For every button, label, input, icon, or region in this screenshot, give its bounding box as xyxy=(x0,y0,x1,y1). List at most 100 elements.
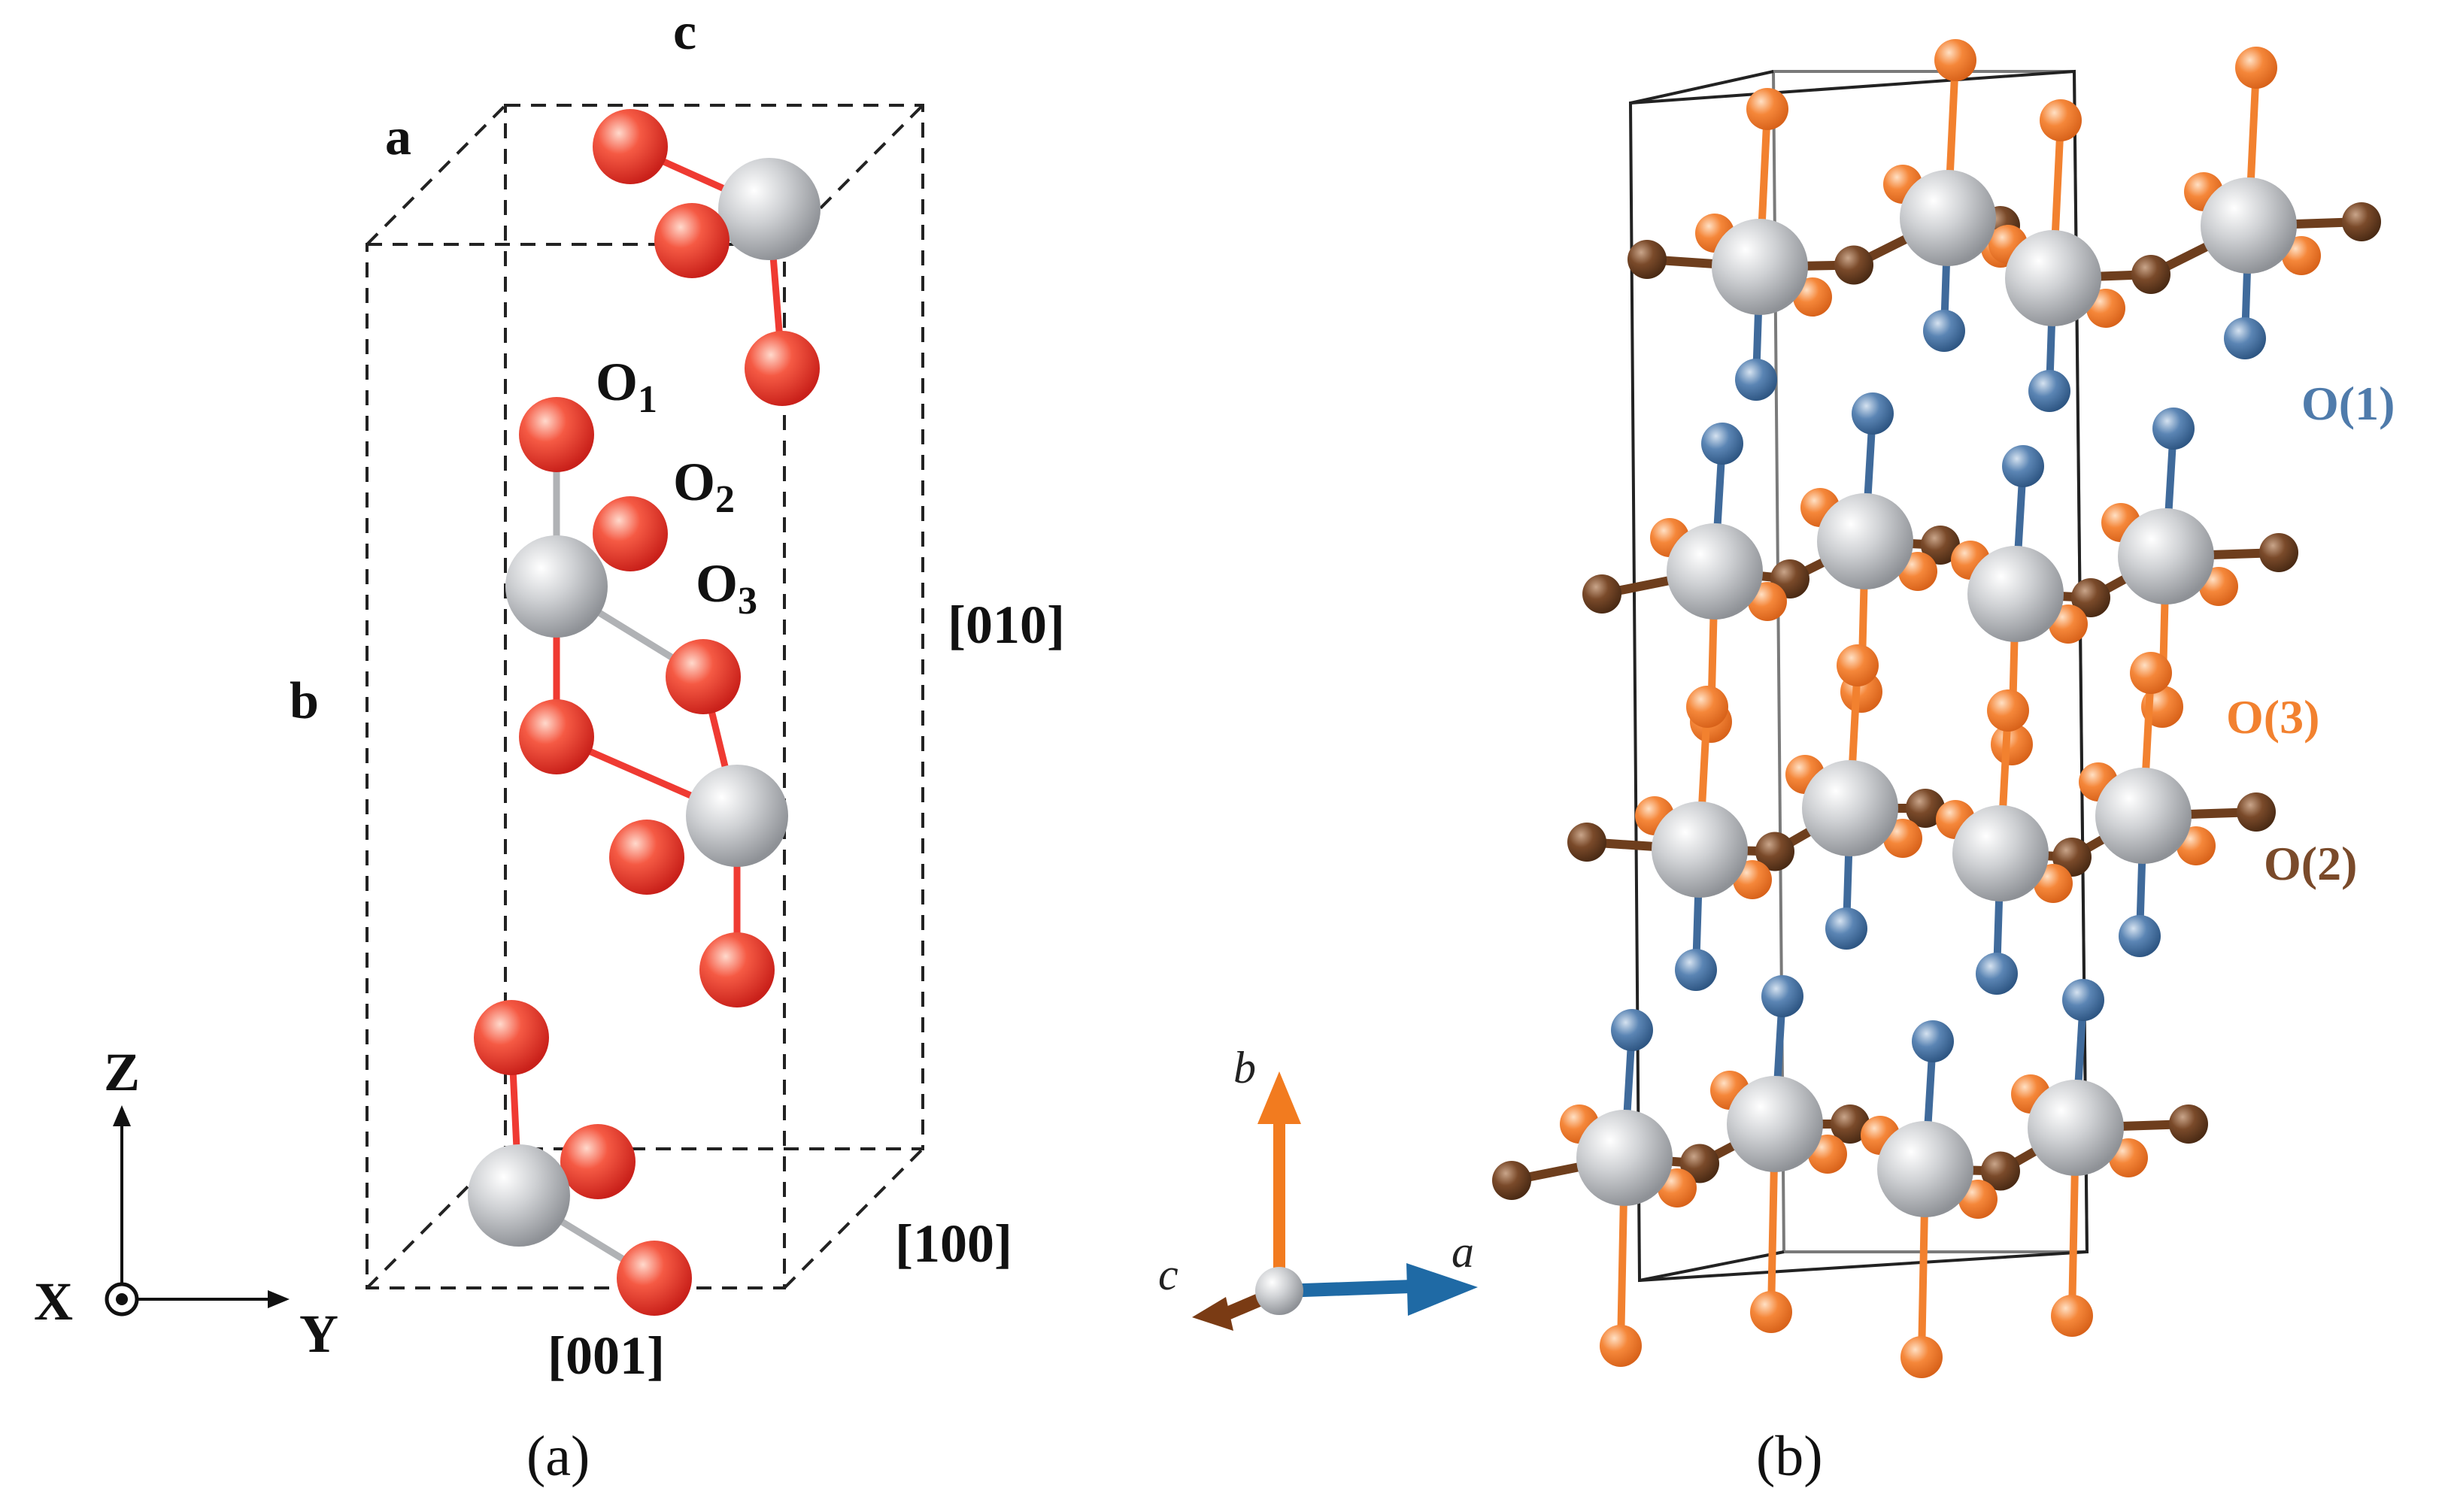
direction-label-100: [100] xyxy=(895,1214,1012,1274)
oxygen-atom-o2 xyxy=(1831,1104,1870,1144)
unit-cell-a xyxy=(366,104,924,1289)
oxygen-atom-o3 xyxy=(666,639,741,714)
oxygen-atom-o3 xyxy=(1934,39,1976,81)
oxygen-atom-o2 xyxy=(1906,789,1945,828)
axis-label-c: c xyxy=(1158,1250,1178,1299)
atoms-a xyxy=(468,109,821,1316)
oxygen-atom-o3 xyxy=(1837,644,1879,686)
oxygen-atom-o2 xyxy=(1582,574,1621,614)
oxygen-atom-o2 xyxy=(1981,1151,2020,1191)
oxygen-atom-o3 xyxy=(2130,652,2172,694)
oxygen-atom-o1 xyxy=(1976,953,2018,995)
oxygen-atom-o2 xyxy=(1492,1161,1531,1200)
titanium-atom xyxy=(1900,170,1996,266)
oxygen-atom-o1 xyxy=(1735,359,1777,401)
oxygen-atom xyxy=(474,1000,549,1075)
oxygen-atom xyxy=(745,331,820,406)
axis-label-x: X xyxy=(34,1271,73,1332)
oxygen-atom-o3 xyxy=(1900,1336,1943,1378)
oxygen-atom xyxy=(699,932,775,1007)
oxygen-atom-o1 xyxy=(2224,317,2266,359)
oxygen-atom-o2 xyxy=(2342,202,2381,241)
axis-label-b: b xyxy=(290,672,319,730)
oxygen-atom-o3 xyxy=(1991,723,2033,765)
oxygen-atom-o2 xyxy=(2259,533,2298,572)
oxygen-atom-o1 xyxy=(1912,1020,1954,1062)
titanium-atom xyxy=(2028,1080,2124,1176)
titanium-atom xyxy=(1967,546,2064,642)
panel-a: c a b [010] [100] [001] O1 O2 O3 Z X Y (… xyxy=(34,3,1065,1488)
axis-label-z: Z xyxy=(104,1042,140,1102)
titanium-atom xyxy=(1667,523,1763,620)
titanium-atom xyxy=(1727,1076,1823,1172)
oxygen-atom-o1 xyxy=(1701,423,1743,465)
oxygen-atom xyxy=(654,203,730,278)
site-label-o2: O(2) xyxy=(2264,837,2357,890)
site-label-o1: O1 xyxy=(596,352,657,421)
titanium-atom xyxy=(1952,805,2049,901)
oxygen-atom xyxy=(593,109,668,184)
oxygen-atom-o2 xyxy=(593,496,668,571)
oxygen-atom-o1 xyxy=(1611,1009,1653,1051)
titanium-atom xyxy=(2201,177,2297,274)
titanium-atom xyxy=(468,1144,570,1247)
atoms-b xyxy=(1492,39,2381,1378)
oxygen-atom-o2 xyxy=(2169,1104,2208,1144)
oxygen-atom-o3 xyxy=(2051,1295,2093,1337)
oxygen-atom-o1 xyxy=(1825,908,1867,950)
caption-a: (a) xyxy=(526,1425,590,1488)
titanium-atom xyxy=(1802,760,1898,856)
oxygen-atom-o3 xyxy=(1987,689,2029,732)
oxygen-atom-o2 xyxy=(1755,832,1794,871)
direction-label-001: [001] xyxy=(548,1326,665,1386)
oxygen-atom-o3 xyxy=(1686,686,1728,728)
oxygen-atom-o1 xyxy=(2002,445,2044,487)
panel-b: O(1) O(3) O(2) b a c (b) xyxy=(1158,39,2395,1488)
oxygen-atom xyxy=(519,699,594,774)
oxygen-atom-o1 xyxy=(519,397,594,472)
oxygen-atom-o1 xyxy=(1761,975,1803,1017)
axis-label-a: a xyxy=(385,108,411,166)
titanium-atom xyxy=(718,158,821,260)
site-label-o2: O2 xyxy=(673,452,735,521)
site-label-o3: O(3) xyxy=(2226,690,2319,744)
titanium-atom xyxy=(1576,1110,1673,1206)
axis-label-c: c xyxy=(673,3,696,61)
oxygen-atom-o3 xyxy=(2040,99,2082,141)
coordinate-triad: Z X Y xyxy=(34,1042,338,1364)
oxygen-atom-o2 xyxy=(1567,823,1606,862)
oxygen-atom xyxy=(617,1241,692,1316)
titanium-atom xyxy=(1817,493,1913,589)
oxygen-atom-o3 xyxy=(2235,47,2277,89)
oxygen-atom xyxy=(609,820,684,895)
titanium-atom xyxy=(2118,508,2214,604)
oxygen-atom-o1 xyxy=(2119,915,2161,957)
direction-label-010: [010] xyxy=(948,595,1065,655)
oxygen-atom-o1 xyxy=(1923,310,1965,352)
oxygen-atom-o2 xyxy=(1834,245,1873,285)
titanium-atom xyxy=(1877,1121,1973,1217)
oxygen-atom-o1 xyxy=(1675,949,1717,991)
caption-b: (b) xyxy=(1756,1425,1823,1488)
oxygen-atom xyxy=(560,1124,636,1199)
site-label-o3: O3 xyxy=(696,553,757,623)
oxygen-atom-o2 xyxy=(2237,792,2276,832)
abc-axes: b a c xyxy=(1158,1043,1478,1331)
oxygen-atom-o3 xyxy=(1746,88,1788,130)
oxygen-atom-o3 xyxy=(1750,1291,1792,1333)
oxygen-atom-o1 xyxy=(2062,979,2104,1021)
titanium-atom xyxy=(1712,219,1808,315)
oxygen-atom-o2 xyxy=(2071,578,2110,617)
oxygen-atom-o3 xyxy=(1600,1325,1642,1367)
site-label-o1: O(1) xyxy=(2301,377,2395,430)
oxygen-atom-o2 xyxy=(1921,526,1960,565)
oxygen-atom-o1 xyxy=(1852,392,1894,435)
oxygen-atom-o2 xyxy=(1627,240,1667,279)
titanium-atom xyxy=(1652,801,1748,898)
axis-label-a: a xyxy=(1452,1227,1474,1277)
axis-label-b: b xyxy=(1233,1043,1256,1092)
oxygen-atom-o1 xyxy=(2152,408,2195,450)
titanium-atom xyxy=(505,535,608,638)
titanium-atom xyxy=(2095,768,2192,864)
